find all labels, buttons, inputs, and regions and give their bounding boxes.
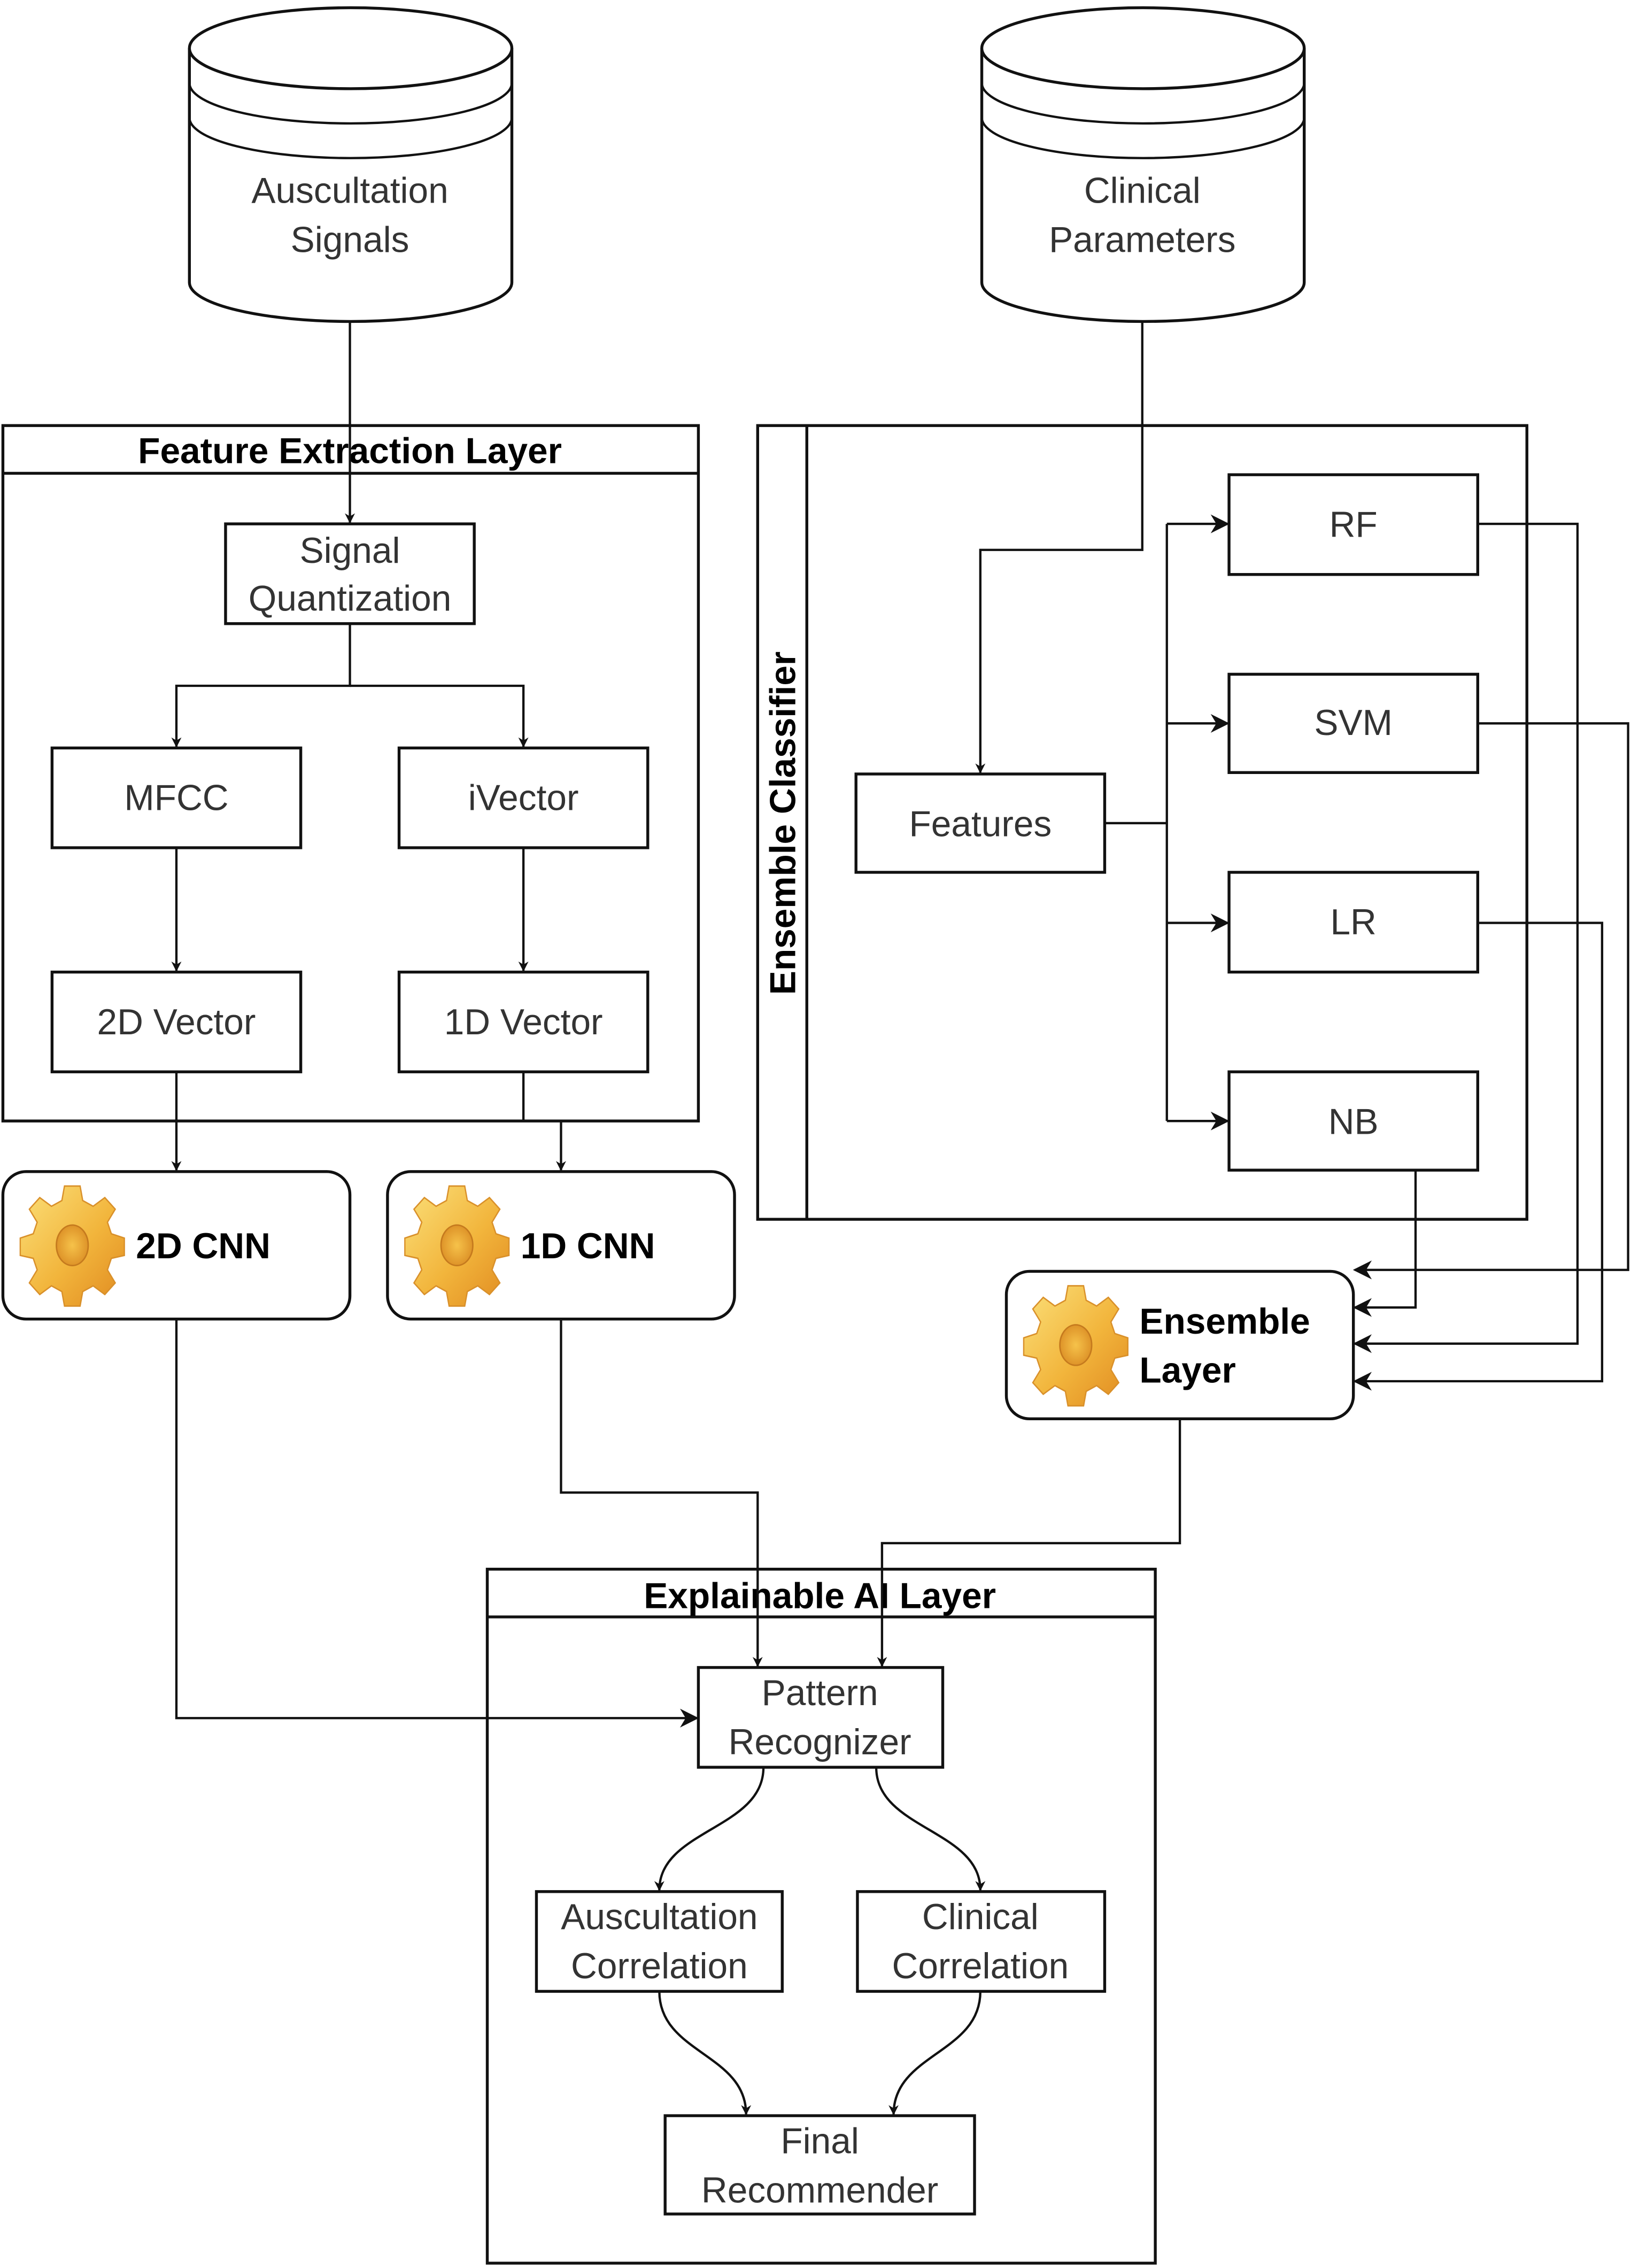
cnn-1d-node: 1D CNN [386, 1170, 736, 1321]
features-node: Features [854, 772, 1107, 874]
clinical-parameters-db: Clinical Parameters [980, 6, 1306, 323]
pattern-recognizer-line2: Recognizer [729, 1722, 911, 1762]
vector-1d-label: 1D Vector [444, 1002, 603, 1042]
cnn-1d-label: 1D CNN [521, 1226, 655, 1266]
auscultation-correlation-node: Auscultation Correlation [535, 1890, 784, 1993]
final-recommender-line2: Recommender [701, 2170, 938, 2210]
clinical-correlation-node: Clinical Correlation [856, 1890, 1107, 1993]
ensemble-layer-label-line1: Ensemble [1139, 1302, 1310, 1342]
features-label: Features [909, 804, 1052, 844]
edge-1d-cnn-to-pattern-recognizer [560, 1319, 763, 1667]
classifier-svm-node: SVM [1227, 672, 1479, 775]
classifier-nb-label: NB [1328, 1102, 1379, 1142]
ivector-node: iVector [397, 746, 650, 849]
feature-extraction-layer: Feature Extraction Layer Signal Quantiza… [1, 424, 700, 1123]
edge-quantization-to-ivector [350, 684, 529, 748]
ivector-label: iVector [468, 778, 579, 818]
vector-2d-label: 2D Vector [97, 1002, 256, 1042]
ensemble-classifier-title: Ensemble Classifier [763, 652, 803, 995]
explainable-ai-title: Explainable AI Layer [644, 1576, 996, 1616]
classifier-nb-node: NB [1227, 1070, 1479, 1172]
auscultation-signals-db: Auscultation Signals [188, 6, 514, 323]
edge-rf-to-ensemble [1352, 522, 1579, 1353]
gear-icon [404, 1185, 510, 1307]
ensemble-layer-label-line2: Layer [1139, 1351, 1235, 1391]
vector-2d-node: 2D Vector [50, 970, 303, 1073]
clinical-parameters-label-line1: Clinical [1084, 171, 1201, 211]
mfcc-node: MFCC [50, 746, 303, 849]
mfcc-label: MFCC [124, 778, 228, 818]
edge-quantization-to-mfcc [171, 623, 351, 748]
signal-quantization-line1: Signal [300, 531, 400, 571]
edge-1d-vector-to-1d-cnn [522, 1072, 566, 1172]
edge-lr-to-ensemble [1352, 922, 1604, 1391]
ensemble-layer-node: Ensemble Layer [1004, 1270, 1355, 1421]
connectors [171, 321, 1629, 2116]
edge-auscultation-correlation-to-final [658, 1991, 752, 2116]
edge-pattern-to-clinical-correlation [875, 1767, 986, 1891]
edge-2d-cnn-to-pattern-recognizer [175, 1319, 699, 1728]
auscultation-correlation-line2: Correlation [571, 1946, 748, 1986]
edge-nb-to-ensemble [1352, 1170, 1417, 1317]
clinical-correlation-line2: Correlation [892, 1946, 1069, 1986]
cnn-2d-label: 2D CNN [136, 1226, 270, 1266]
signal-quantization-node: Signal Quantization [224, 522, 476, 625]
cnn-2d-node: 2D CNN [1, 1170, 352, 1321]
auscultation-correlation-line1: Auscultation [561, 1897, 757, 1937]
classifier-lr-node: LR [1227, 871, 1479, 974]
edge-clinical-correlation-to-final [888, 1991, 982, 2116]
edge-clinical-to-features [975, 321, 1143, 774]
clinical-parameters-label-line2: Parameters [1049, 220, 1235, 260]
classifier-lr-label: LR [1330, 902, 1376, 942]
classifier-rf-node: RF [1227, 473, 1479, 576]
gear-icon [19, 1185, 125, 1307]
pattern-recognizer-line1: Pattern [762, 1673, 878, 1713]
edge-svm-to-ensemble [1352, 722, 1629, 1280]
classifier-svm-label: SVM [1314, 703, 1393, 743]
gear-icon [1023, 1285, 1129, 1407]
classifier-rf-label: RF [1329, 505, 1378, 545]
edge-pattern-to-auscultation-correlation [654, 1767, 765, 1891]
explainable-ai-layer: Explainable AI Layer Pattern Recognizer … [485, 1567, 1157, 2265]
auscultation-signals-label-line1: Auscultation [251, 171, 448, 211]
final-recommender-node: Final Recommender [663, 2114, 976, 2216]
clinical-correlation-line1: Clinical [922, 1897, 1039, 1937]
edge-ensemble-to-pattern-recognizer [877, 1419, 1181, 1667]
final-recommender-line1: Final [780, 2121, 859, 2161]
signal-quantization-line2: Quantization [249, 578, 452, 618]
auscultation-signals-label-line2: Signals [291, 220, 409, 260]
vector-1d-node: 1D Vector [397, 970, 650, 1073]
pattern-recognizer-node: Pattern Recognizer [697, 1666, 945, 1769]
